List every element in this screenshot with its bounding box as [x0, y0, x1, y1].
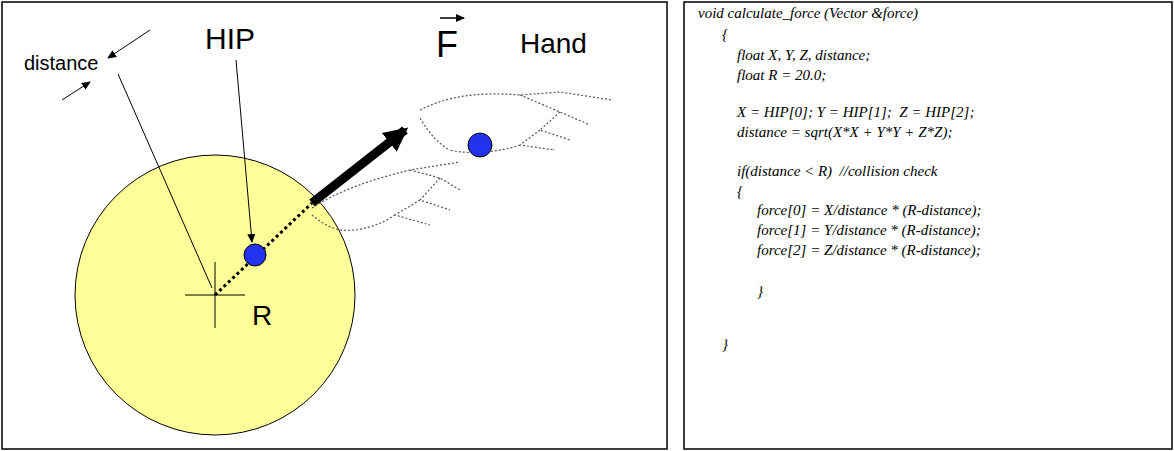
- code-line: X = HIP[0]; Y = HIP[1]; Z = HIP[2];: [737, 104, 974, 121]
- code-line: float X, Y, Z, distance;: [737, 47, 870, 64]
- code-line: float R = 20.0;: [737, 67, 826, 84]
- code-line: {: [722, 26, 728, 43]
- code-line: force[1] = Y/distance * (R-distance);: [757, 222, 981, 239]
- dimension-label: distance: [24, 52, 99, 75]
- leader-line: [108, 30, 150, 58]
- code-line: }: [722, 336, 728, 353]
- radius-label: R: [252, 300, 272, 332]
- code-line: }: [757, 283, 763, 300]
- radius-line: [215, 203, 312, 295]
- dimension-arrow: [62, 82, 90, 100]
- hip-point: [244, 244, 266, 266]
- code-line: void calculate_force (Vector &force): [698, 5, 918, 22]
- hand-outline: [420, 92, 612, 152]
- hand-point: [468, 133, 492, 157]
- point-label: HIP: [205, 22, 255, 57]
- dimension-line: [118, 74, 212, 288]
- force-arrow: [312, 130, 405, 203]
- code-panel: [684, 2, 1172, 449]
- hand-outline: [312, 162, 460, 230]
- left-panel: [2, 2, 667, 449]
- leader-line: [236, 60, 252, 242]
- code-line: force[2] = Z/distance * (R-distance);: [757, 242, 981, 259]
- vector-arrow: [440, 17, 464, 19]
- code-line: distance = sqrt(X*X + Y*Y + Z*Z);: [737, 124, 952, 141]
- hand-label: Hand: [520, 28, 587, 60]
- code-line: {: [737, 183, 743, 200]
- code-line: force[0] = X/distance * (R-distance);: [757, 202, 982, 219]
- force-label: F: [436, 24, 458, 65]
- code-line: if(distance < R) //collision check: [737, 163, 937, 180]
